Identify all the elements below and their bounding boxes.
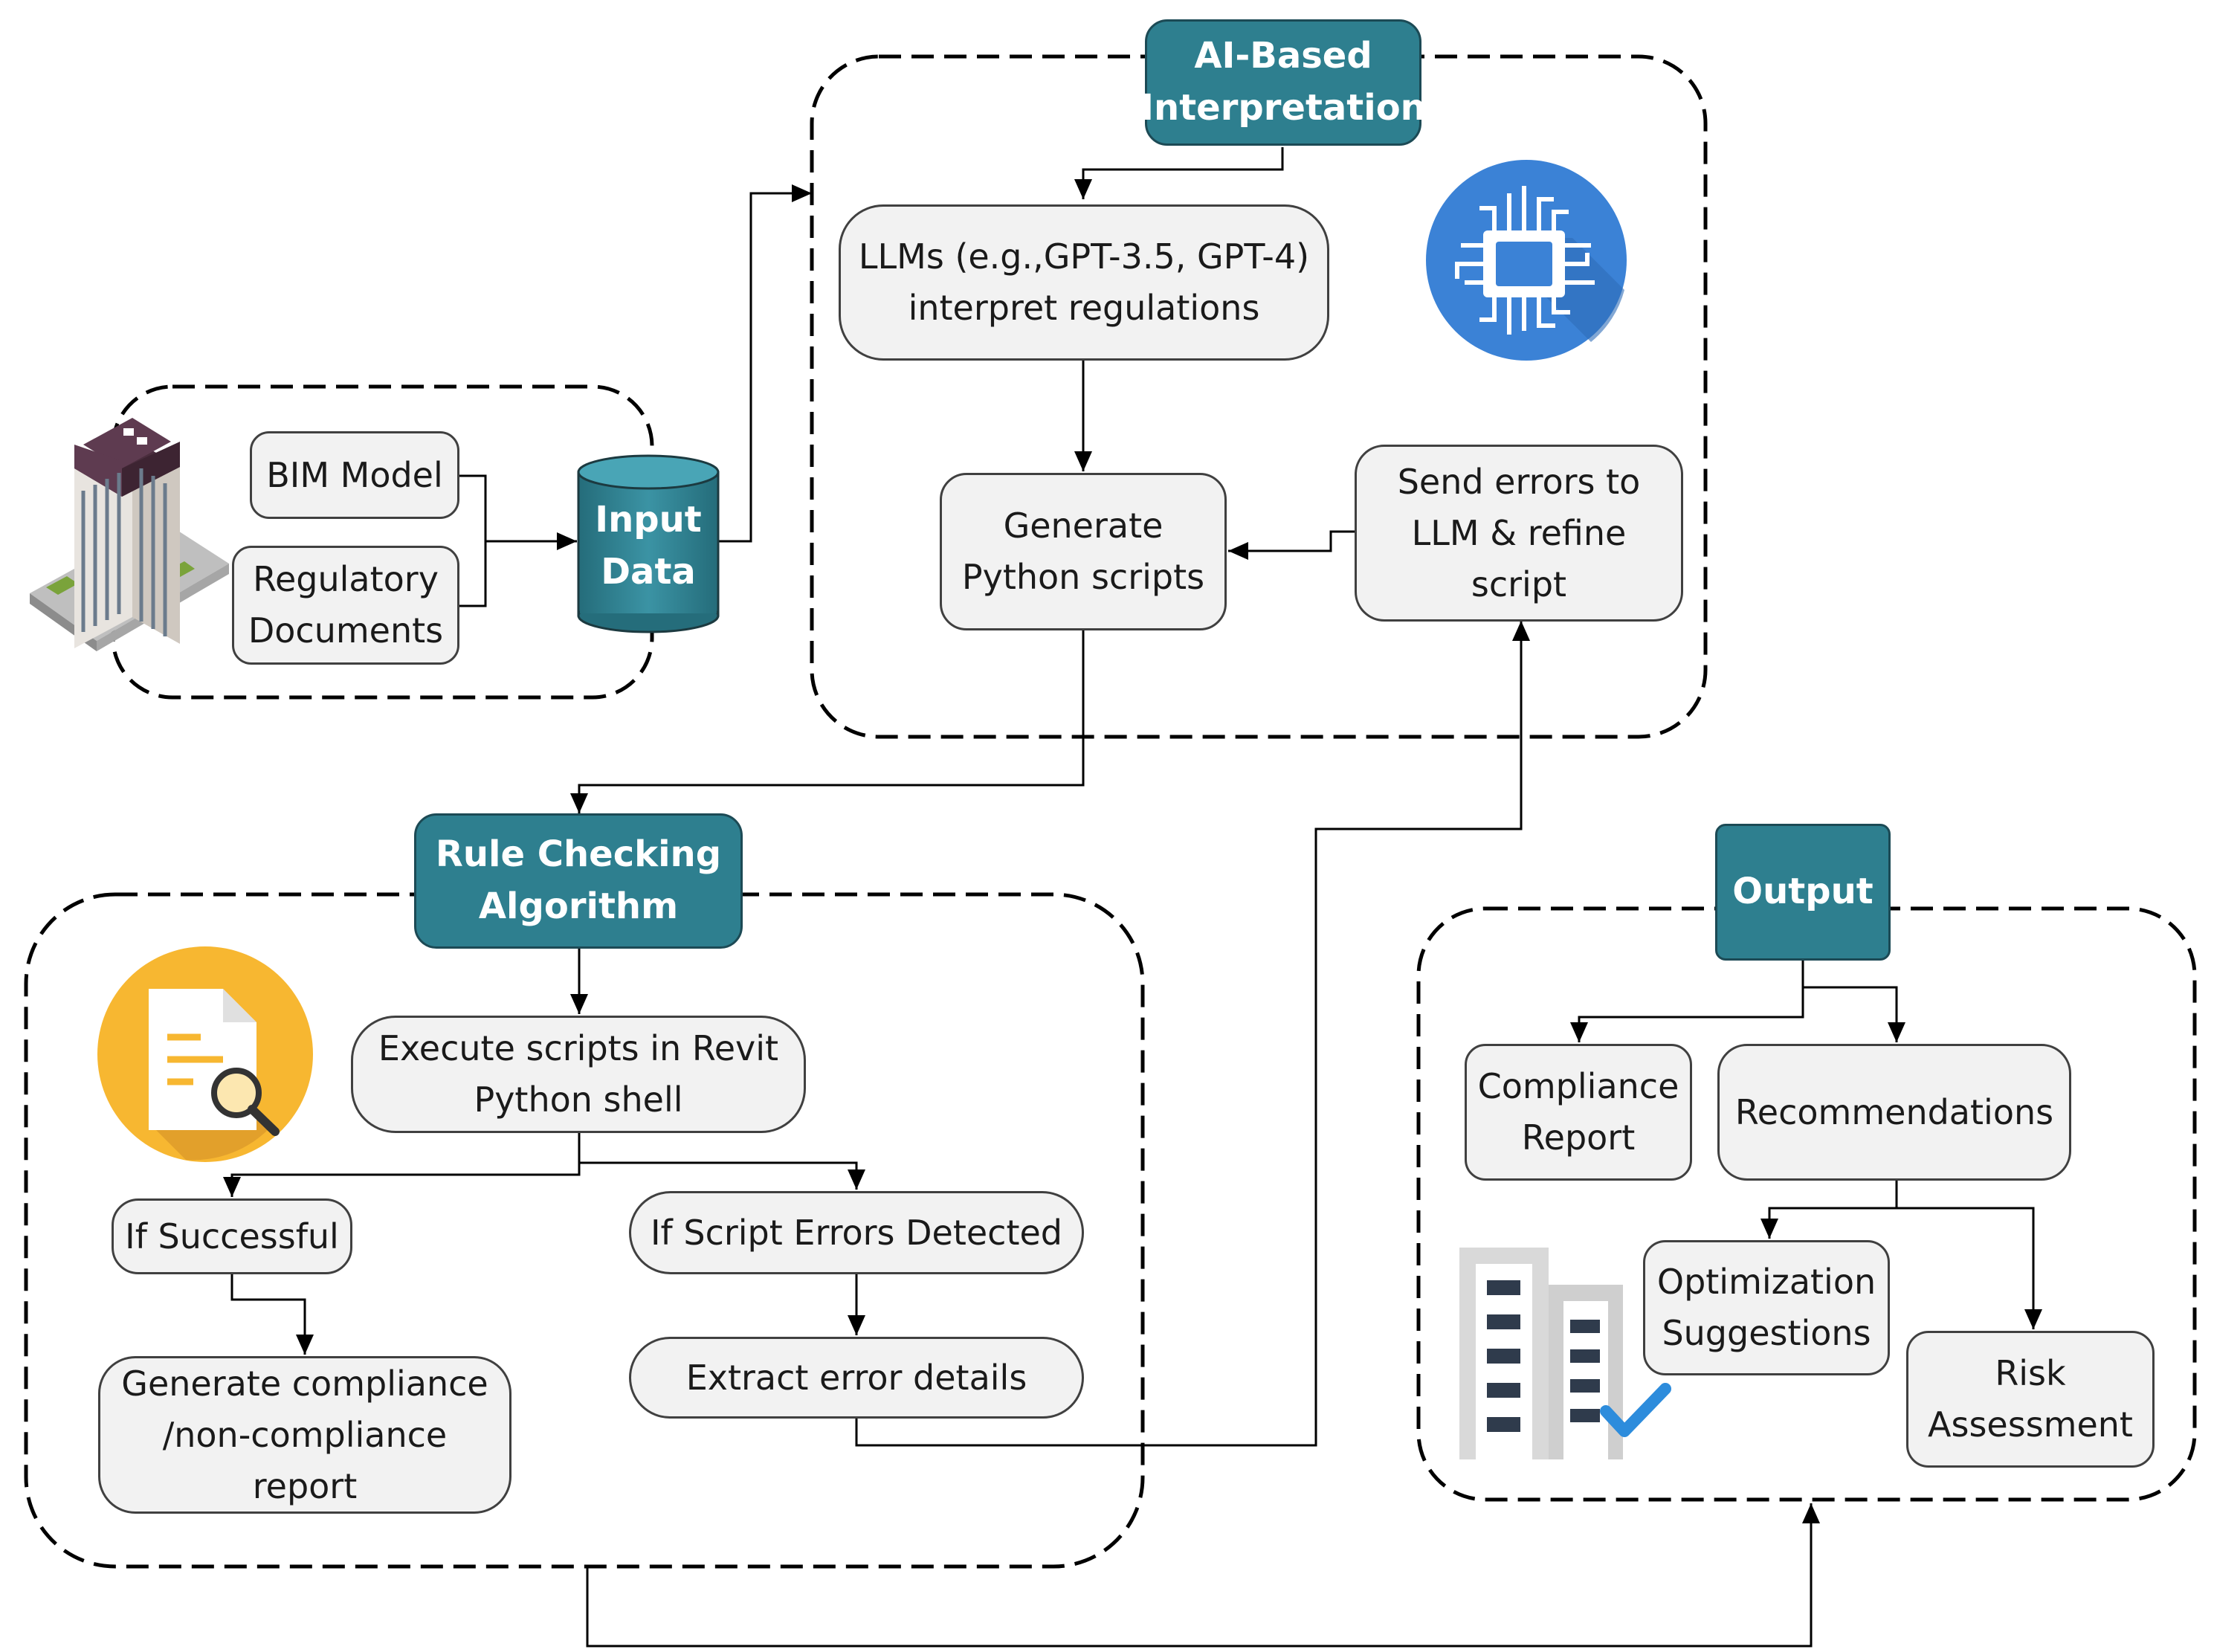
connector-successful-to-report xyxy=(230,1274,314,1355)
compliance-report-box: Compliance Report xyxy=(1465,1044,1692,1181)
connector-generate-to-rule xyxy=(570,630,1085,813)
rule-checking-algorithm-header: Rule Checking Algorithm xyxy=(414,813,743,949)
bim-model-box: BIM Model xyxy=(250,431,459,519)
building-icon xyxy=(30,418,229,651)
if-successful-box: If Successful xyxy=(112,1198,352,1274)
execute-scripts-box: Execute scripts in Revit Python shell xyxy=(351,1016,806,1133)
document-search-icon xyxy=(97,946,313,1162)
connector-bim-to-input xyxy=(459,474,577,550)
optimization-suggestions-box: Optimization Suggestions xyxy=(1643,1240,1890,1375)
connector-extract-to-send-errors xyxy=(855,621,1530,1447)
send-errors-box: Send errors to LLM & refine script xyxy=(1355,445,1683,622)
ai-chip-icon xyxy=(1426,160,1627,361)
connector-output-to-recommendations xyxy=(1803,986,1905,1042)
connector-docs-to-input xyxy=(459,541,487,607)
generate-python-scripts-box: Generate Python scripts xyxy=(940,473,1227,630)
connector-ai-header-to-llms xyxy=(1074,147,1284,199)
building-windows xyxy=(81,468,167,636)
llms-interpret-box: LLMs (e.g.,GPT-3.5, GPT-4) interpret reg… xyxy=(839,204,1329,361)
connector-send-errors-to-generate xyxy=(1228,530,1355,560)
building-check-icon xyxy=(1459,1248,1671,1459)
generate-report-box: Generate compliance /non-compliance repo… xyxy=(98,1356,511,1514)
regulatory-documents-box: Regulatory Documents xyxy=(232,546,459,665)
input-data-label: Input Data xyxy=(595,499,702,593)
connector-rule-to-output xyxy=(586,1503,1820,1648)
ai-group-frame xyxy=(810,54,1708,739)
connector-input-to-ai xyxy=(718,184,812,543)
output-header: Output xyxy=(1715,824,1891,961)
connector-execute-to-errors xyxy=(579,1161,865,1190)
recommendations-box: Recommendations xyxy=(1717,1044,2071,1181)
connector-execute-to-successful xyxy=(223,1133,581,1197)
connector-recommendations-to-optimization xyxy=(1760,1178,1898,1239)
extract-error-details-box: Extract error details xyxy=(629,1337,1084,1419)
input-data-cylinder xyxy=(577,454,720,633)
connector-recommendations-to-risk xyxy=(1897,1207,2042,1329)
ai-based-interpretation-header: AI-Based Interpretation xyxy=(1140,19,1426,146)
risk-assessment-box: Risk Assessment xyxy=(1906,1331,2155,1468)
connector-output-to-compliance xyxy=(1570,961,1804,1042)
if-script-errors-box: If Script Errors Detected xyxy=(629,1191,1084,1274)
